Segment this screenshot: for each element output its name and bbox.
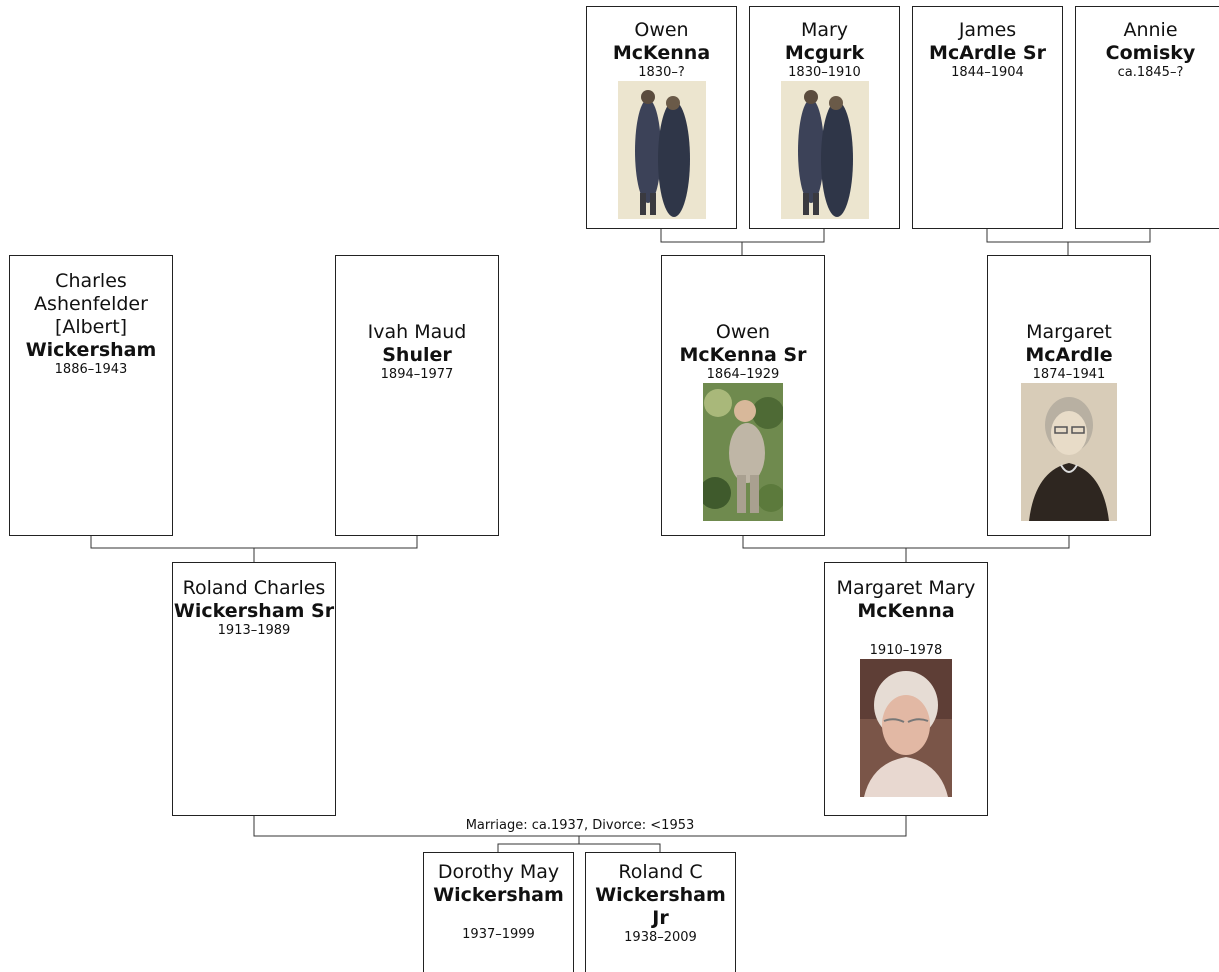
- given-name: Ivah Maud: [367, 321, 467, 343]
- person-roland-jr[interactable]: Roland C Wickersham Jr 1938–2009: [585, 852, 736, 972]
- given-name: Charles Ashenfelder [Albert]: [34, 270, 148, 338]
- given-name: Mary: [800, 19, 849, 41]
- given-name: Roland Charles: [182, 577, 326, 599]
- connector-mcardle-comisky: [986, 229, 1151, 255]
- person-margaret-mcardle[interactable]: Margaret McArdle 1874–1941: [987, 255, 1151, 536]
- given-name: Dorothy May: [437, 861, 560, 883]
- surname: Shuler: [382, 344, 452, 366]
- person-charles-wickersham[interactable]: Charles Ashenfelder [Albert] Wickersham …: [9, 255, 173, 536]
- portrait-photo: [703, 383, 783, 521]
- life-dates: 1844–1904: [951, 65, 1024, 80]
- life-dates: 1938–2009: [624, 930, 697, 945]
- marriage-label: Marriage: ca.1937, Divorce: <1953: [465, 818, 695, 833]
- surname: Comisky: [1105, 42, 1196, 64]
- given-name: Annie: [1123, 19, 1178, 41]
- life-dates: 1864–1929: [706, 367, 780, 382]
- portrait-photo: [617, 81, 706, 219]
- portrait-photo: [1021, 383, 1117, 521]
- given-name: James: [958, 19, 1017, 41]
- life-dates: 1910–1978: [869, 643, 943, 658]
- connector-children: [497, 836, 661, 852]
- given-name: Margaret: [1026, 321, 1112, 343]
- surname: Wickersham Jr: [595, 884, 726, 929]
- connector-wickersham-shuler: [90, 536, 418, 562]
- surname: Wickersham: [25, 339, 157, 361]
- person-dorothy[interactable]: Dorothy May Wickersham 1937–1999: [423, 852, 574, 972]
- connector-mckenna-mcardle: [742, 536, 1070, 562]
- life-dates: ca.1845–?: [1117, 65, 1184, 80]
- person-roland-sr[interactable]: Roland Charles Wickersham Sr 1913–1989: [172, 562, 336, 816]
- person-annie-comisky[interactable]: Annie Comisky ca.1845–?: [1075, 6, 1219, 229]
- person-ivah-shuler[interactable]: Ivah Maud Shuler 1894–1977: [335, 255, 499, 536]
- surname: McArdle Sr: [929, 42, 1046, 64]
- connector-parents: [253, 816, 907, 837]
- surname: McKenna: [857, 600, 955, 622]
- surname: McArdle: [1025, 344, 1113, 366]
- life-dates: 1830–?: [638, 65, 685, 80]
- given-name: Roland C: [618, 861, 703, 883]
- life-dates: 1894–1977: [380, 367, 454, 382]
- life-dates: 1886–1943: [54, 362, 128, 377]
- life-dates: 1874–1941: [1032, 367, 1106, 382]
- portrait-photo: [780, 81, 869, 219]
- connector-mckenna-mcgurk: [660, 229, 825, 255]
- surname: McKenna: [612, 42, 711, 64]
- surname: Wickersham Sr: [173, 600, 335, 622]
- person-owen-mckenna-sr[interactable]: Owen McKenna Sr 1864–1929: [661, 255, 825, 536]
- given-name: Owen: [634, 19, 689, 41]
- life-dates: 1937–1999: [462, 927, 535, 942]
- person-margaret-mary[interactable]: Margaret Mary McKenna 1910–1978: [824, 562, 988, 816]
- person-mary-mcgurk[interactable]: Mary Mcgurk 1830–1910: [749, 6, 900, 229]
- surname: Mcgurk: [784, 42, 865, 64]
- life-dates: 1913–1989: [217, 623, 291, 638]
- life-dates: 1830–1910: [788, 65, 861, 80]
- person-owen-mckenna[interactable]: Owen McKenna 1830–?: [586, 6, 737, 229]
- surname: Wickersham: [433, 884, 564, 906]
- portrait-photo: [860, 659, 952, 797]
- surname: McKenna Sr: [679, 344, 807, 366]
- given-name: Owen: [715, 321, 771, 343]
- given-name: Margaret Mary: [836, 577, 976, 599]
- person-james-mcardle[interactable]: James McArdle Sr 1844–1904: [912, 6, 1063, 229]
